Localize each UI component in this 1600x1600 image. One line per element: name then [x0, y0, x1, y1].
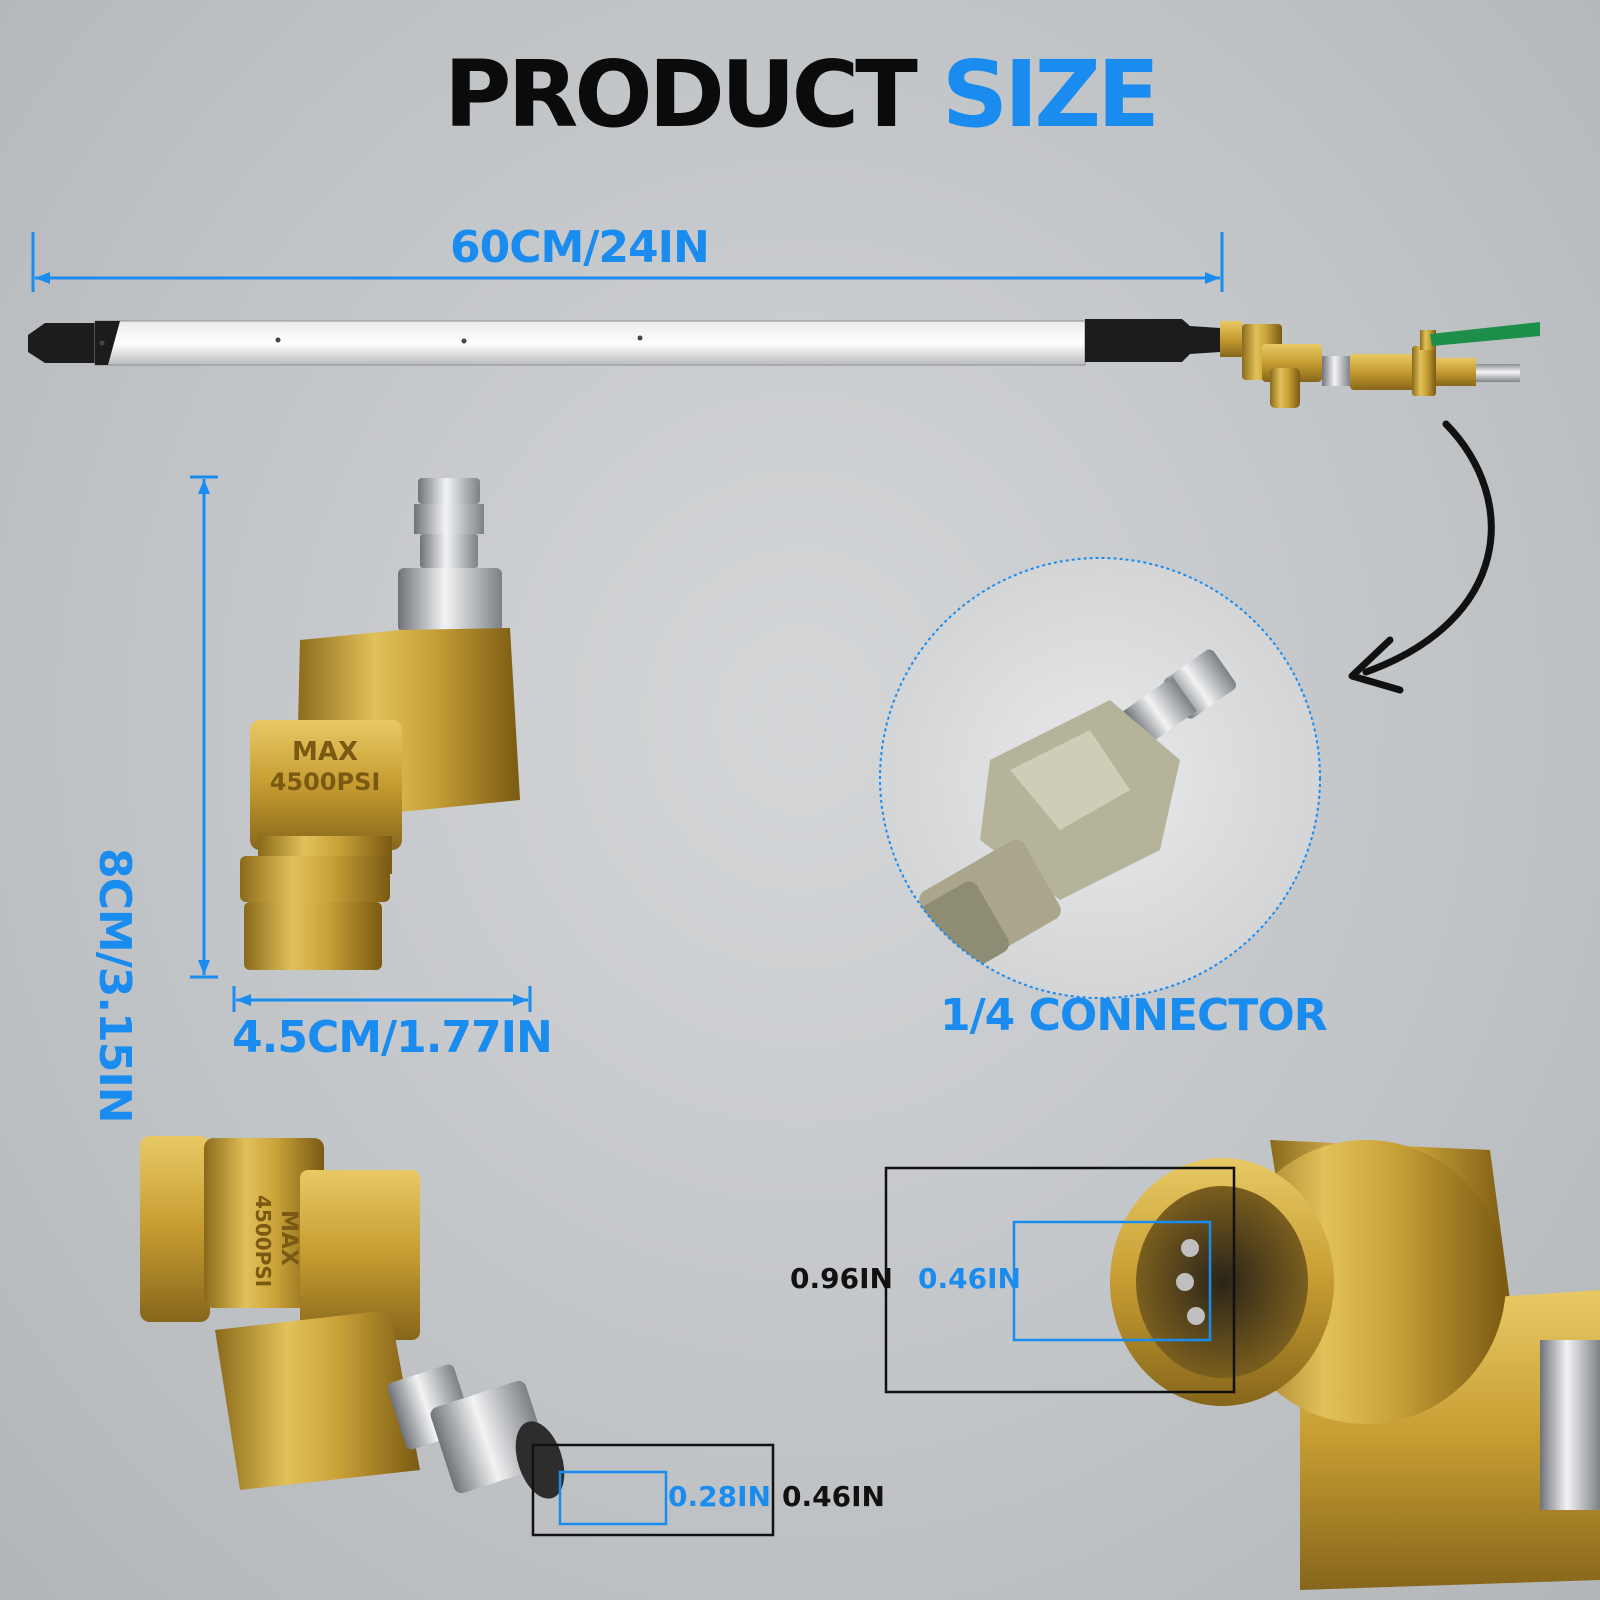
plug-inner-label: 0.28IN	[668, 1480, 771, 1513]
page-title: PRODUCT SIZE	[0, 40, 1600, 150]
title-accent: SIZE	[941, 41, 1160, 148]
adapter-height-label: 8CM/3.15IN	[89, 848, 140, 1123]
engraving-max-bottom: MAX	[276, 1210, 301, 1266]
bottom-right-coupler	[1110, 1140, 1600, 1590]
pivot-adapter: MAX 4500PSI	[240, 478, 520, 970]
engraving-max: MAX	[292, 737, 358, 767]
bottom-left-adapter: MAX 4500PSI	[140, 1136, 565, 1499]
coupler-measure-boxes	[884, 1166, 1236, 1394]
curved-arrow	[1348, 420, 1495, 694]
plug-measure-boxes	[531, 1443, 775, 1537]
plug-outer-label: 0.46IN	[782, 1480, 885, 1513]
adapter-width-label: 4.5CM/1.77IN	[232, 1012, 553, 1063]
wand-dimension-line	[31, 232, 1224, 292]
connector-zoom	[879, 557, 1321, 999]
title-main: PRODUCT	[444, 41, 918, 148]
engraving-psi-bottom: 4500PSI	[251, 1195, 275, 1287]
coupler-inner-label: 0.46IN	[918, 1262, 1021, 1295]
coupler-outer-label: 0.96IN	[790, 1262, 893, 1295]
connector-label: 1/4 CONNECTOR	[940, 990, 1328, 1041]
wand-length-label: 60CM/24IN	[450, 222, 710, 273]
engraving-psi: 4500PSI	[270, 768, 381, 796]
adapter-height-line	[190, 475, 218, 979]
adapter-width-line	[232, 986, 532, 1012]
wand-end-fittings	[1220, 321, 1540, 408]
extension-wand	[28, 319, 1220, 366]
